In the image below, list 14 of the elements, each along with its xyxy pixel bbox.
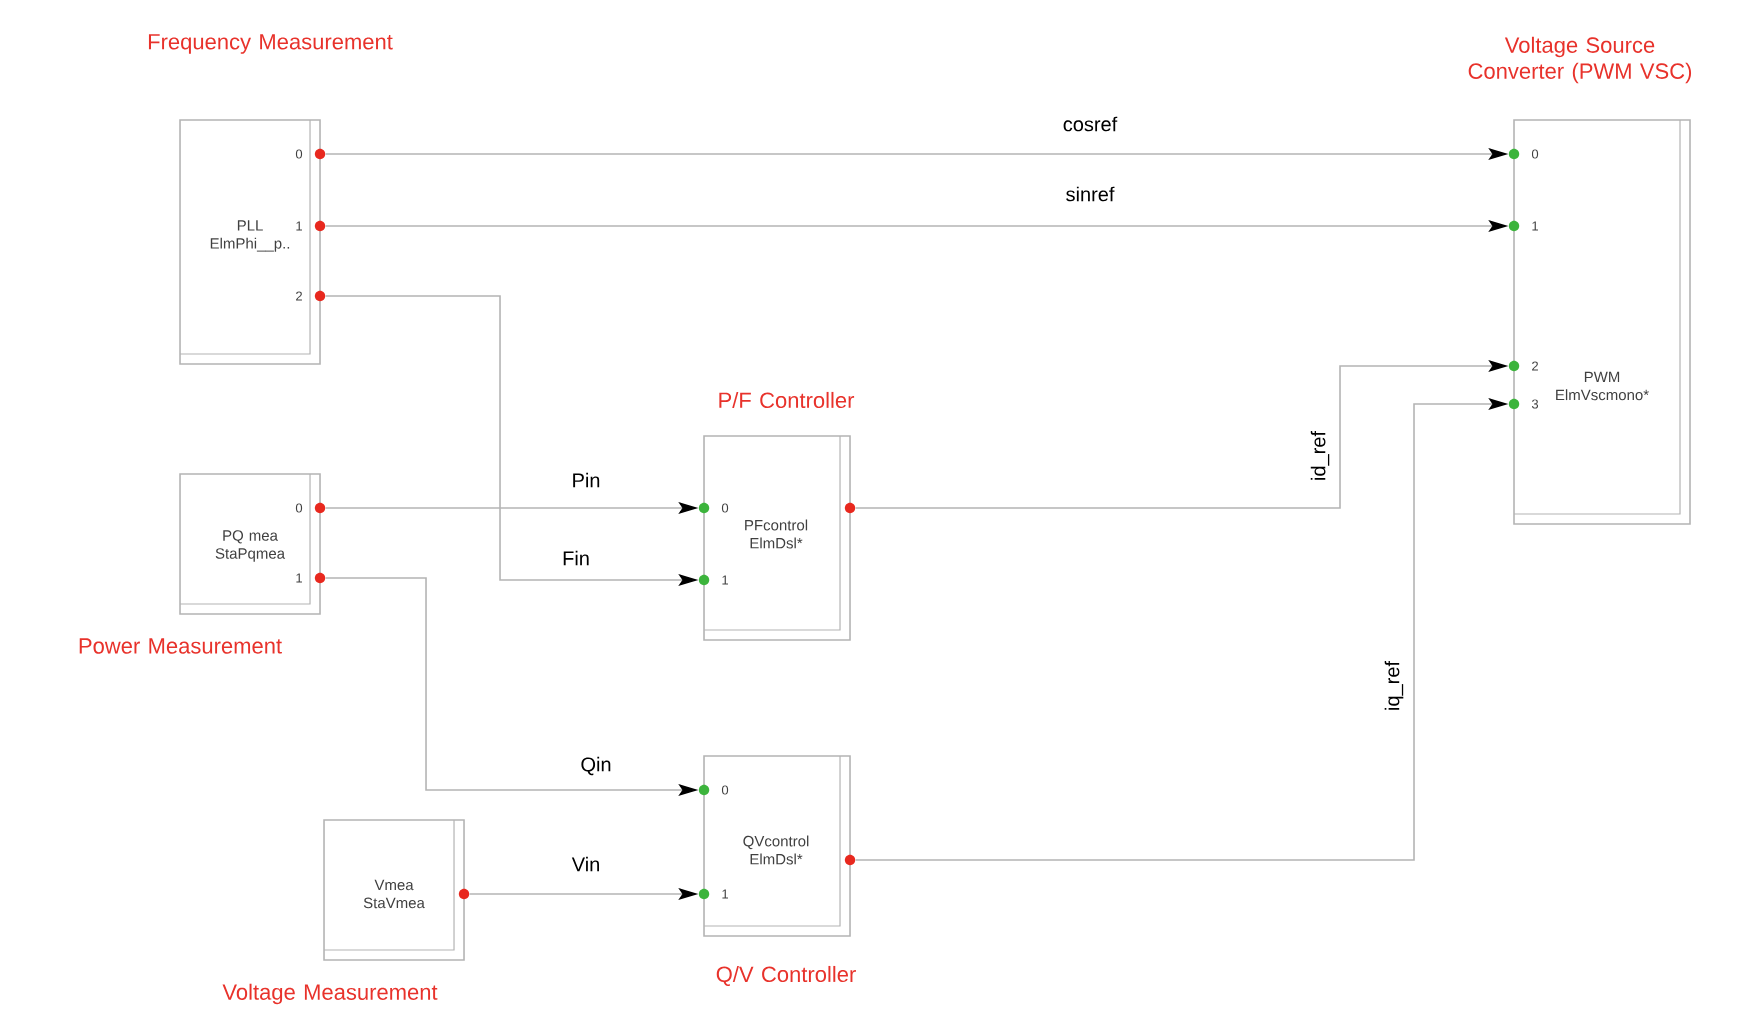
block-heading: Voltage Source Converter (PWM VSC)	[1468, 36, 1692, 84]
edge-label: Pin	[569, 470, 603, 490]
edge-label: iq_ref	[1382, 658, 1406, 713]
edge-label: Vin	[569, 854, 603, 874]
block-heading: Voltage Measurement	[222, 983, 438, 1005]
edge-label: cosref	[1060, 114, 1120, 134]
edge-label: Fin	[560, 548, 592, 568]
block-heading: P/F Controller	[719, 391, 855, 409]
block-heading: Frequency Measurement	[148, 34, 393, 54]
block-heading: Q/V Controller	[716, 965, 856, 986]
edge-label: id_ref	[1308, 429, 1332, 483]
block-heading: Power Measurement	[79, 638, 282, 654]
edge-label: sinref	[1063, 184, 1117, 204]
edge-label: Qin	[578, 754, 614, 778]
